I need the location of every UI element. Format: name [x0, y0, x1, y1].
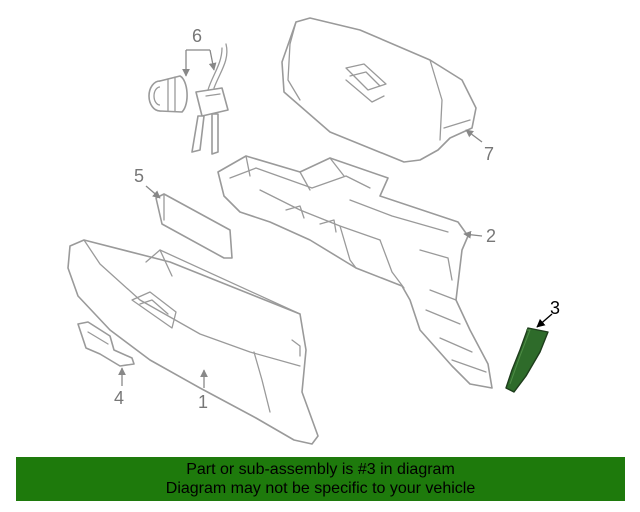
- part-1-glove-box-door[interactable]: [67, 239, 319, 445]
- callout-5: 5: [134, 166, 161, 199]
- svg-text:1: 1: [198, 392, 208, 412]
- part-5-trim-panel[interactable]: [155, 193, 233, 259]
- part-2-glove-box-housing[interactable]: [217, 155, 493, 389]
- part-7-upper-lid[interactable]: [281, 17, 477, 163]
- callout-4: 4: [114, 367, 126, 408]
- svg-text:4: 4: [114, 388, 124, 408]
- callout-2: 2: [463, 226, 496, 246]
- banner-line-2: Diagram may not be specific to your vehi…: [165, 480, 476, 497]
- part-6-lock-and-keys[interactable]: [148, 43, 229, 155]
- part-4-latch-bracket[interactable]: [77, 321, 135, 367]
- banner-line-1: Part or sub-assembly is #3 in diagram: [186, 461, 455, 478]
- part-3-bracket[interactable]: [505, 327, 549, 393]
- svg-text:6: 6: [192, 26, 202, 46]
- info-banner: Part or sub-assembly is #3 in diagram Di…: [16, 457, 625, 501]
- svg-text:5: 5: [134, 166, 144, 186]
- svg-text:2: 2: [486, 226, 496, 246]
- callout-7: 7: [465, 129, 494, 164]
- callout-3: 3: [536, 298, 560, 328]
- callout-1: 1: [198, 369, 208, 412]
- svg-text:7: 7: [484, 144, 494, 164]
- callout-6: 6: [182, 26, 217, 77]
- svg-text:3: 3: [550, 298, 560, 318]
